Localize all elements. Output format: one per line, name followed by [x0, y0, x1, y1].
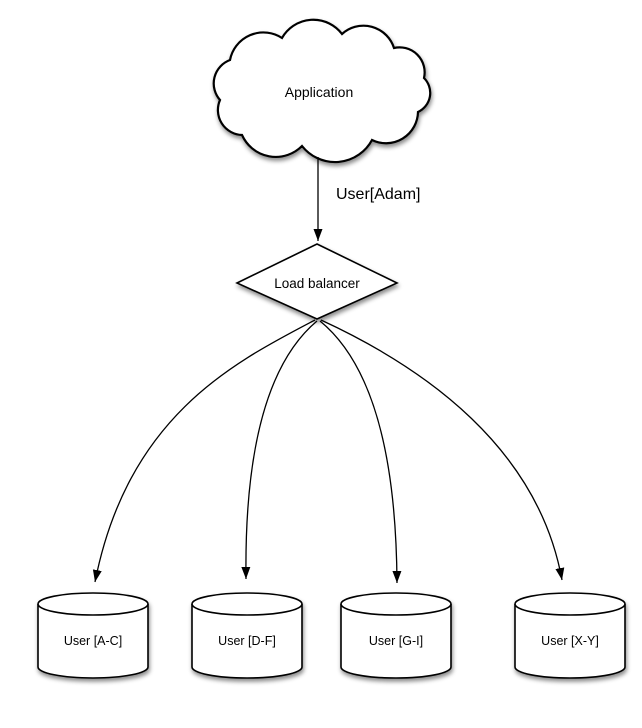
database-label-2: User [D-F] [218, 634, 276, 648]
database-cylinder-1 [37, 592, 149, 679]
application-label: Application [285, 84, 354, 100]
diamond-shape [235, 243, 399, 320]
lb-to-db3-arrow [319, 320, 402, 584]
database-cylinder-3 [340, 592, 452, 679]
lb-to-db4-arrow [320, 319, 565, 581]
application-node: Application [212, 18, 432, 164]
database-cylinder-2 [191, 592, 303, 679]
database-label-4: User [X-Y] [541, 634, 599, 648]
lb-to-db1-arrow [92, 319, 316, 583]
database-cylinder-4 [514, 592, 626, 679]
app-to-lb-edge-label: User[Adam] [336, 186, 420, 203]
database-label-1: User [A-C] [64, 634, 122, 648]
lb-to-db2-arrow [241, 320, 318, 580]
cloud-shape [212, 18, 432, 164]
load-balancer-label: Load balancer [274, 276, 360, 291]
load-balancer-node: Load balancer [235, 243, 399, 320]
database-label-3: User [G-I] [369, 634, 423, 648]
